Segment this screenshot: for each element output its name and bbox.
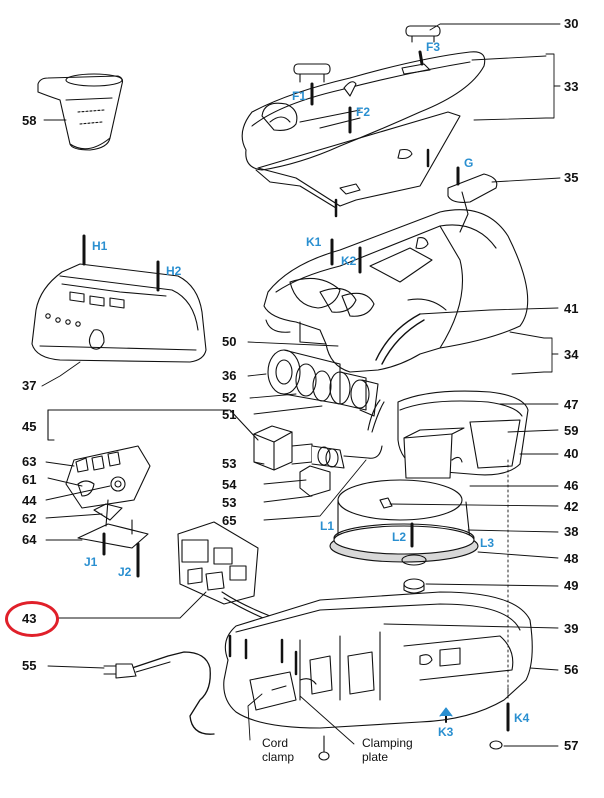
part-number-58: 58 xyxy=(22,113,37,128)
part-number-38: 38 xyxy=(564,524,579,539)
highlight-circle-part-43 xyxy=(5,601,59,637)
part-number-35: 35 xyxy=(564,170,579,185)
part-number-37: 37 xyxy=(22,378,37,393)
part-number-45: 45 xyxy=(22,419,37,434)
ref-code-F2: F2 xyxy=(356,105,371,119)
part-number-54: 54 xyxy=(222,477,237,492)
part-number-47: 47 xyxy=(564,397,579,412)
boiler-drawing xyxy=(329,390,529,594)
ref-code-F3: F3 xyxy=(426,40,441,54)
part-number-61: 61 xyxy=(22,472,37,487)
ref-code-K1: K1 xyxy=(306,235,322,249)
measuring-cup-drawing xyxy=(37,73,124,151)
part-number-51: 51 xyxy=(222,407,237,422)
base-housing-drawing xyxy=(103,591,533,761)
part-number-57: 57 xyxy=(564,738,579,753)
part-number-53-upper: 53 xyxy=(222,456,237,471)
part-number-46: 46 xyxy=(564,478,579,493)
part-number-55: 55 xyxy=(22,658,37,673)
part-number-44: 44 xyxy=(22,493,37,508)
cord-clamp-label: Cord clamp xyxy=(262,736,295,764)
ref-code-K3: K3 xyxy=(438,725,454,739)
part-number-63: 63 xyxy=(22,454,37,469)
ref-code-F1: F1 xyxy=(292,89,307,103)
part-number-50: 50 xyxy=(222,334,237,349)
part-number-59: 59 xyxy=(564,423,579,438)
ref-code-L1: L1 xyxy=(320,519,335,533)
ref-code-J2: J2 xyxy=(118,565,132,579)
part-number-48: 48 xyxy=(564,551,579,566)
part-number-49: 49 xyxy=(564,578,579,593)
ref-code-H2: H2 xyxy=(166,264,182,278)
part-number-30: 30 xyxy=(564,16,579,31)
clamping-plate-label: Clamping plate xyxy=(362,736,413,764)
part-number-42: 42 xyxy=(564,499,579,514)
part-number-65: 65 xyxy=(222,513,237,528)
part-number-39: 39 xyxy=(564,621,579,636)
part-number-62: 62 xyxy=(22,511,37,526)
ref-code-K2: K2 xyxy=(341,254,357,268)
pump-and-board-drawing xyxy=(47,399,385,578)
ref-code-L3: L3 xyxy=(480,536,495,550)
tube-assembly-drawing xyxy=(267,313,425,417)
part-number-36: 36 xyxy=(222,368,237,383)
part-number-41: 41 xyxy=(564,301,579,316)
part-number-53-lower: 53 xyxy=(222,495,237,510)
main-housing-drawing xyxy=(263,166,529,373)
part-number-64: 64 xyxy=(22,532,37,547)
part-number-34: 34 xyxy=(564,347,579,362)
ref-code-L2: L2 xyxy=(392,530,407,544)
ref-code-H1: H1 xyxy=(92,239,108,253)
leader-lines xyxy=(41,23,561,747)
part-number-56: 56 xyxy=(564,662,579,677)
ref-code-K4: K4 xyxy=(514,711,530,725)
part-number-40: 40 xyxy=(564,446,579,461)
part-number-52: 52 xyxy=(222,390,237,405)
part-number-33: 33 xyxy=(564,79,579,94)
handle-cover-drawing xyxy=(241,25,486,218)
control-housing-drawing xyxy=(31,234,207,363)
ref-code-G: G xyxy=(464,156,474,170)
ref-code-J1: J1 xyxy=(84,555,98,569)
